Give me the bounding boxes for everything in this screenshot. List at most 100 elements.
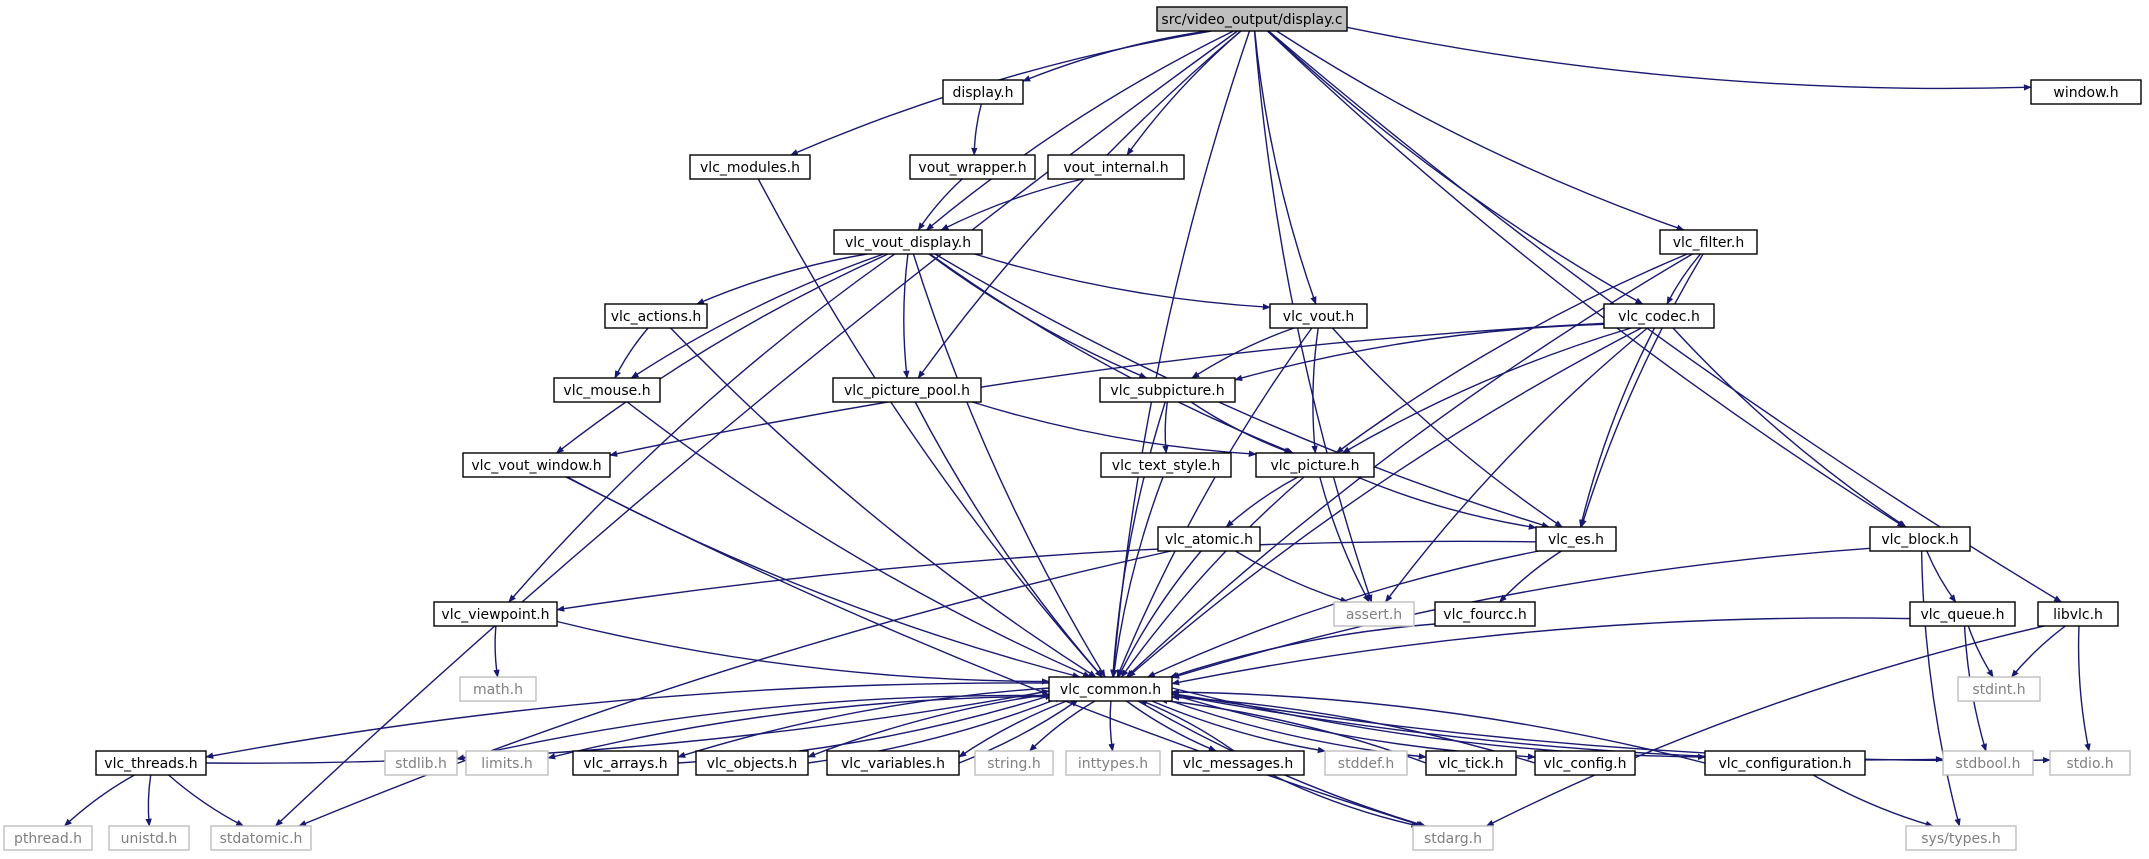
edge-vout-internal-to-vlc-vout-display: [940, 178, 1083, 231]
node-label: vlc_tick.h: [1438, 756, 1503, 772]
node-vlc-es[interactable]: vlc_es.h: [1535, 526, 1617, 552]
node-label: vlc_block.h: [1881, 532, 1958, 548]
node-label: stdatomic.h: [220, 831, 303, 847]
node-box: [2037, 601, 2119, 627]
node-vlc-config[interactable]: vlc_config.h: [1534, 750, 1636, 776]
node-label: vlc_picture.h: [1270, 458, 1359, 474]
node-vlc-text-style[interactable]: vlc_text_style.h: [1100, 452, 1232, 478]
node-label: vout_wrapper.h: [918, 160, 1026, 176]
node-box: [1905, 825, 2017, 851]
node-label: vlc_configuration.h: [1718, 756, 1851, 772]
edge-vlc-vout-display-to-vlc-viewpoint: [508, 253, 896, 603]
edge-vlc-block-to-vlc-queue: [1926, 550, 1957, 603]
node-root[interactable]: src/video_output/display.c: [1156, 6, 1348, 32]
node-vlc-picture[interactable]: vlc_picture.h: [1255, 452, 1375, 478]
node-box: [1535, 526, 1617, 552]
node-vlc-fourcc[interactable]: vlc_fourcc.h: [1434, 601, 1536, 627]
edge-libvlc-to-stdint-h: [2011, 625, 2066, 678]
node-vlc-vout-display[interactable]: vlc_vout_display.h: [833, 229, 983, 255]
node-stddef-h: stddef.h: [1324, 750, 1408, 776]
node-box: [553, 377, 661, 403]
node-vlc-variables[interactable]: vlc_variables.h: [826, 750, 960, 776]
node-vlc-filter[interactable]: vlc_filter.h: [1659, 229, 1758, 255]
node-box: [1942, 750, 2034, 776]
node-vlc-block[interactable]: vlc_block.h: [1869, 526, 1971, 552]
node-label: stdio.h: [2066, 756, 2113, 772]
node-box: [1434, 601, 1536, 627]
edge-root-to-vlc-block: [1266, 30, 1906, 528]
node-label: assert.h: [1346, 607, 1402, 623]
edge-vlc-vout-to-vlc-es: [1331, 327, 1563, 528]
node-window-h[interactable]: window.h: [2030, 79, 2142, 105]
node-vlc-queue[interactable]: vlc_queue.h: [1909, 601, 2016, 627]
edge-vlc-queue-to-vlc-common: [1171, 617, 1911, 686]
edge-vlc-threads-to-vlc-common: [205, 689, 1050, 764]
node-label: libvlc.h: [2053, 607, 2103, 623]
node-vlc-common[interactable]: vlc_common.h: [1048, 676, 1173, 702]
edge-vlc-common-to-limits-h: [547, 695, 1050, 760]
node-box: [3, 825, 93, 851]
edge-vlc-codec-to-vlc-picture: [1342, 327, 1632, 454]
node-vlc-mouse[interactable]: vlc_mouse.h: [553, 377, 661, 403]
node-label: vlc_threads.h: [104, 756, 197, 772]
node-vlc-tick[interactable]: vlc_tick.h: [1425, 750, 1517, 776]
edge-vlc-actions-to-vlc-common: [670, 327, 1097, 678]
node-box: [210, 825, 312, 851]
node-label: vlc_viewpoint.h: [441, 607, 549, 623]
edge-vlc-filter-to-vlc-codec: [1666, 253, 1702, 305]
node-sys-types-h: sys/types.h: [1905, 825, 2017, 851]
node-vlc-viewpoint[interactable]: vlc_viewpoint.h: [433, 601, 558, 627]
node-box: [1047, 154, 1185, 180]
node-vlc-atomic[interactable]: vlc_atomic.h: [1157, 526, 1261, 552]
node-label: pthread.h: [14, 831, 82, 847]
node-vlc-subpicture[interactable]: vlc_subpicture.h: [1099, 377, 1236, 403]
node-label: vlc_common.h: [1060, 682, 1161, 698]
node-box: [695, 750, 809, 776]
node-vout-internal[interactable]: vout_internal.h: [1047, 154, 1185, 180]
node-vlc-picture-pool[interactable]: vlc_picture_pool.h: [832, 377, 982, 403]
node-box: [2030, 79, 2142, 105]
node-label: vlc_mouse.h: [563, 383, 650, 399]
edge-vlc-filter-to-vlc-picture: [1335, 253, 1688, 454]
node-box: [572, 750, 679, 776]
node-box: [832, 377, 982, 403]
node-display-h[interactable]: display.h: [942, 79, 1024, 105]
node-vlc-actions[interactable]: vlc_actions.h: [604, 303, 708, 329]
edges-layer: [63, 26, 2091, 828]
node-vlc-objects[interactable]: vlc_objects.h: [695, 750, 809, 776]
node-vlc-vout[interactable]: vlc_vout.h: [1269, 303, 1368, 329]
node-vout-wrapper[interactable]: vout_wrapper.h: [909, 154, 1036, 180]
edge-vlc-common-to-vlc-threads: [205, 682, 1050, 759]
node-box: [1869, 526, 1971, 552]
edge-vlc-picture-to-vlc-atomic: [1225, 476, 1299, 528]
node-label: vlc_variables.h: [841, 756, 945, 772]
node-box: [1156, 6, 1348, 32]
edge-vlc-vout-display-to-vlc-vout: [974, 253, 1271, 311]
node-vlc-threads[interactable]: vlc_threads.h: [95, 750, 207, 776]
edge-vlc-vout-window-to-stdarg-h: [565, 476, 1425, 827]
node-vlc-codec[interactable]: vlc_codec.h: [1603, 303, 1715, 329]
node-inttypes-h: inttypes.h: [1065, 750, 1161, 776]
edge-vlc-picture-to-vlc-common: [1120, 476, 1305, 678]
edge-root-to-vlc-codec: [1267, 30, 1644, 305]
edge-vlc-vout-display-to-vlc-mouse: [630, 253, 884, 379]
edge-vlc-subpicture-to-vlc-text-style: [1162, 401, 1169, 454]
edge-vlc-configuration-to-sys-types-h: [1812, 774, 1934, 828]
node-vlc-configuration[interactable]: vlc_configuration.h: [1704, 750, 1866, 776]
edge-vlc-vout-display-to-vlc-actions: [696, 253, 868, 305]
node-vlc-arrays[interactable]: vlc_arrays.h: [572, 750, 679, 776]
node-libvlc[interactable]: libvlc.h: [2037, 601, 2119, 627]
node-vlc-vout-window[interactable]: vlc_vout_window.h: [462, 452, 611, 478]
node-vlc-modules[interactable]: vlc_modules.h: [689, 154, 811, 180]
edge-vlc-fourcc-to-vlc-common: [1169, 623, 1436, 678]
node-box: [1412, 825, 1494, 851]
edge-vlc-vout-display-to-vlc-vout-window: [555, 253, 889, 454]
edge-libvlc-to-stdio-h: [2077, 625, 2091, 752]
edge-root-to-vlc-picture-pool: [917, 30, 1242, 379]
node-box: [604, 303, 708, 329]
node-vlc-messages[interactable]: vlc_messages.h: [1171, 750, 1305, 776]
edge-vlc-threads-to-unistd-h: [145, 774, 152, 827]
edge-vlc-modules-to-vlc-common: [757, 178, 1103, 678]
node-label: vlc_modules.h: [700, 160, 800, 176]
edge-vlc-block-to-sys-types-h: [1920, 550, 1961, 827]
